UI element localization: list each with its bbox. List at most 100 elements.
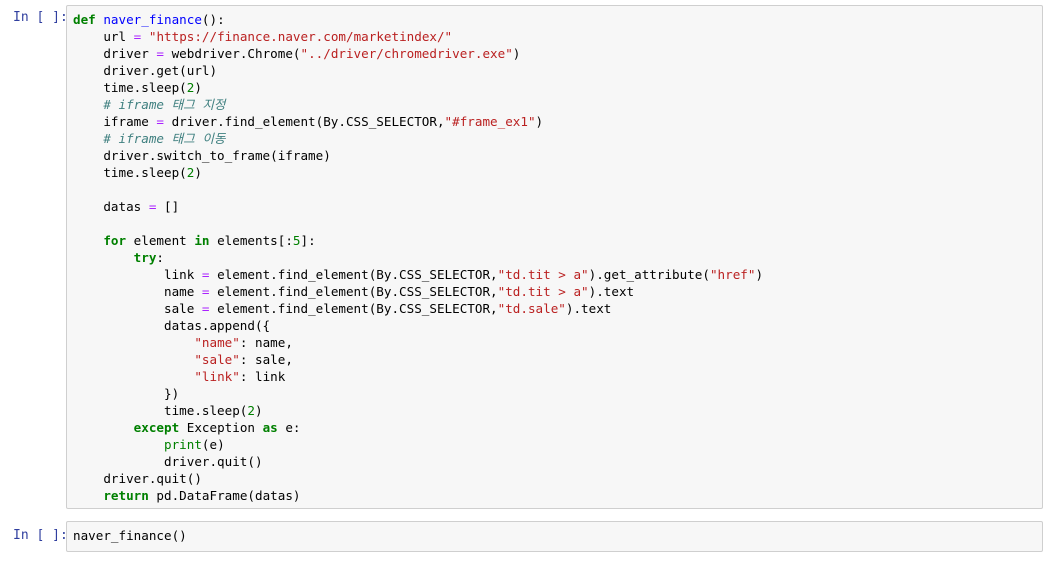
code-line: url = "https://finance.naver.com/marketi… [73, 28, 763, 45]
code-token: ).get_attribute( [588, 267, 710, 282]
code-token: : [156, 250, 165, 265]
code-token: driver.quit() [73, 454, 263, 469]
code-line: naver_finance() [73, 527, 187, 544]
code-token-cmt: # iframe 태그 지정 [103, 97, 226, 112]
code-token-num: 2 [247, 403, 255, 418]
code-token: : sale, [239, 352, 293, 367]
code-line: time.sleep(2) [73, 402, 763, 419]
code-token: ) [755, 267, 764, 282]
code-token-kw: return [103, 488, 149, 503]
code-line: try: [73, 249, 763, 266]
code-line: for element in elements[:5]: [73, 232, 763, 249]
code-token: (): [201, 12, 225, 27]
code-editor[interactable]: naver_finance() [66, 521, 1043, 552]
code-content[interactable]: def naver_finance(): url = "https://fina… [73, 11, 763, 504]
code-token: datas [73, 199, 149, 214]
code-token: ) [194, 80, 202, 95]
code-cell-2[interactable]: In [ ]: naver_finance() [0, 518, 1056, 552]
code-token: iframe [73, 114, 157, 129]
code-token-str: "link" [194, 369, 240, 384]
code-token-def: naver_finance [103, 12, 202, 27]
code-line: time.sleep(2) [73, 164, 763, 181]
code-token: sale [73, 301, 202, 316]
code-line: datas.append({ [73, 317, 763, 334]
code-token-num: 2 [186, 165, 195, 180]
code-content[interactable]: naver_finance() [73, 527, 187, 544]
code-cell-1[interactable]: In [ ]: def naver_finance(): url = "http… [0, 0, 1056, 512]
code-token: time.sleep( [73, 165, 187, 180]
code-token-kw: as [262, 420, 278, 435]
code-token [73, 420, 134, 435]
code-line: return pd.DataFrame(datas) [73, 487, 763, 504]
code-token-op: = [201, 267, 210, 282]
code-token-num: 2 [186, 80, 195, 95]
code-token: webdriver.Chrome( [164, 46, 301, 61]
code-token: driver.switch_to_frame(iframe) [73, 148, 331, 163]
code-line: # iframe 태그 이동 [73, 130, 763, 147]
code-editor[interactable]: def naver_finance(): url = "https://fina… [66, 5, 1043, 509]
code-token: link [73, 267, 202, 282]
code-token-str: "../driver/chromedriver.exe" [300, 46, 513, 61]
code-token [141, 29, 149, 44]
code-token: elements[: [209, 233, 293, 248]
code-token: element.find_element(By.CSS_SELECTOR, [209, 267, 498, 282]
code-token: naver_finance() [73, 528, 187, 543]
code-token: ) [512, 46, 521, 61]
code-token-kw: for [103, 233, 127, 248]
code-token: element [126, 233, 195, 248]
code-token-op: = [133, 29, 142, 44]
code-token: ).text [588, 284, 635, 299]
code-line: iframe = driver.find_element(By.CSS_SELE… [73, 113, 763, 130]
code-token-str: "td.tit > a" [497, 267, 589, 282]
code-token-str: "href" [709, 267, 756, 282]
code-line: time.sleep(2) [73, 79, 763, 96]
code-token [73, 352, 194, 367]
code-token: ).text [565, 301, 612, 316]
code-token: element.find_element(By.CSS_SELECTOR, [209, 284, 498, 299]
code-line: except Exception as e: [73, 419, 763, 436]
code-line: driver.get(url) [73, 62, 763, 79]
code-token-str: "sale" [194, 352, 240, 367]
code-line: link = element.find_element(By.CSS_SELEC… [73, 266, 763, 283]
code-token: ]: [300, 233, 316, 248]
code-token: ) [254, 403, 263, 418]
code-token-op: = [156, 46, 164, 61]
code-token: time.sleep( [73, 80, 187, 95]
code-token-kw: in [194, 233, 210, 248]
code-line: datas = [] [73, 198, 763, 215]
code-token-cmt: # iframe 태그 이동 [103, 131, 226, 146]
code-line: driver.quit() [73, 453, 763, 470]
code-token: driver.find_element(By.CSS_SELECTOR, [164, 114, 445, 129]
code-token [73, 488, 103, 503]
code-token: driver [73, 46, 157, 61]
code-token: e: [277, 420, 301, 435]
code-token: name [73, 284, 202, 299]
cell-prompt: In [ ]: [13, 528, 68, 543]
code-token: Exception [179, 420, 263, 435]
code-token: : link [239, 369, 286, 384]
code-token: }) [73, 386, 180, 401]
code-token-num: 5 [292, 233, 301, 248]
code-line: "name": name, [73, 334, 763, 351]
code-token-op: = [148, 199, 157, 214]
code-token-str: "td.sale" [497, 301, 566, 316]
code-line: print(e) [73, 436, 763, 453]
code-token: ) [535, 114, 544, 129]
code-line: "sale": sale, [73, 351, 763, 368]
code-line [73, 215, 763, 232]
code-token: element.find_element(By.CSS_SELECTOR, [209, 301, 498, 316]
cell-prompt: In [ ]: [13, 10, 68, 25]
code-token: : name, [239, 335, 293, 350]
code-line: name = element.find_element(By.CSS_SELEC… [73, 283, 763, 300]
code-token-str: "#frame_ex1" [444, 114, 536, 129]
code-line: }) [73, 385, 763, 402]
code-line: driver = webdriver.Chrome("../driver/chr… [73, 45, 763, 62]
code-token [73, 369, 194, 384]
code-token [73, 250, 134, 265]
code-token [73, 97, 103, 112]
code-line: "link": link [73, 368, 763, 385]
code-token-str: "https://finance.naver.com/marketindex/" [148, 29, 453, 44]
code-line: sale = element.find_element(By.CSS_SELEC… [73, 300, 763, 317]
code-line: def naver_finance(): [73, 11, 763, 28]
code-token-kw: try [133, 250, 157, 265]
